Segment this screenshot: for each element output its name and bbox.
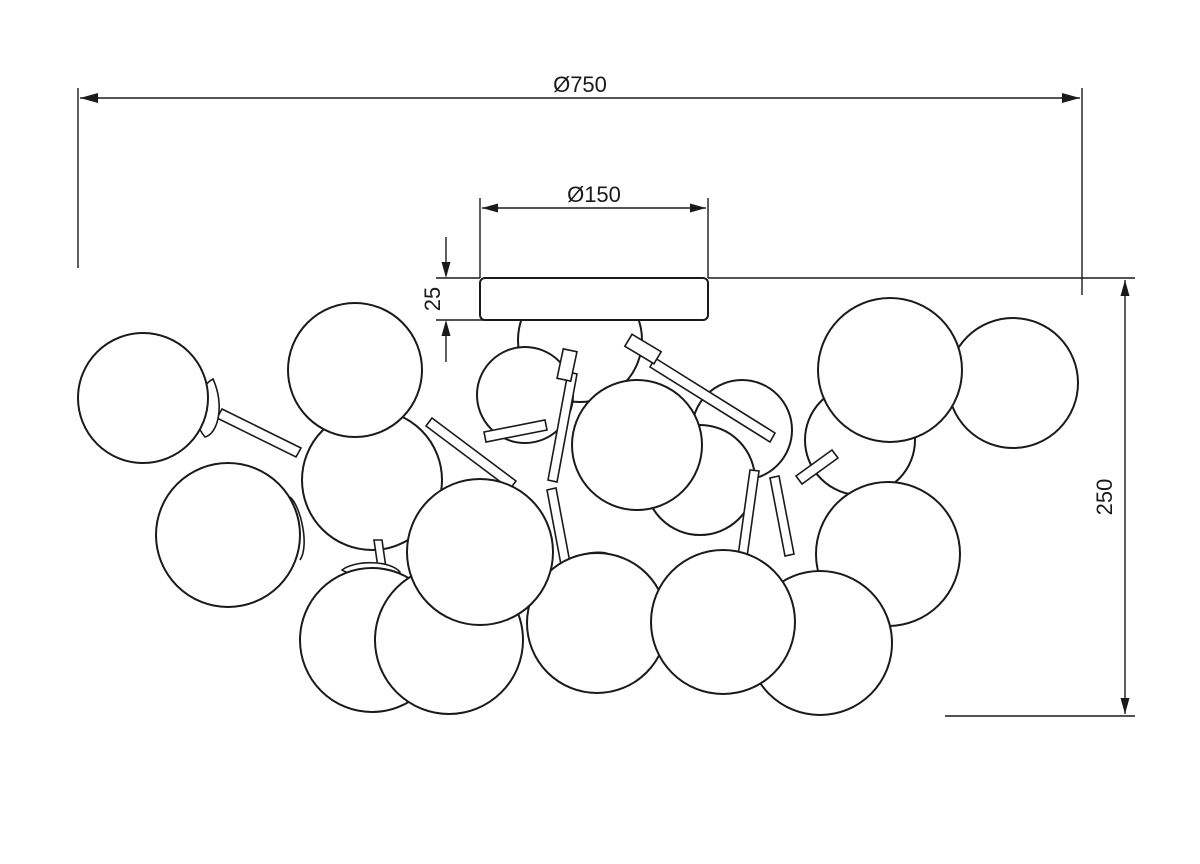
arrowhead-down: [1120, 698, 1130, 714]
rod-end-cap: [556, 347, 578, 383]
arrowhead-left: [482, 203, 498, 213]
arm-rod: [547, 371, 578, 483]
ceiling-canopy: [479, 277, 709, 321]
globe: [77, 332, 209, 464]
overall-height-dimension: 250: [708, 277, 1135, 717]
arrowhead-right: [690, 203, 706, 213]
arm-rod: [769, 475, 795, 557]
arm-rod: [648, 356, 777, 444]
globe: [571, 379, 703, 511]
arrowhead-left: [80, 93, 98, 103]
arm-rod: [483, 419, 548, 443]
chandelier: [77, 277, 1079, 716]
overall-diameter-dimension: Ø750: [77, 72, 1083, 295]
canopy-height-dimension: 25: [420, 237, 490, 362]
arrowhead-down: [441, 262, 451, 278]
globe: [287, 302, 423, 438]
arm-rod: [215, 407, 303, 459]
globe: [650, 549, 796, 695]
overall-height-label: 250: [1092, 479, 1117, 516]
overall-diameter-label: Ø750: [553, 72, 607, 97]
canopy-diameter-label: Ø150: [567, 182, 621, 207]
arrowhead-right: [1062, 93, 1080, 103]
arm-rod: [794, 448, 840, 486]
globe: [947, 317, 1079, 449]
arrowhead-up: [1120, 280, 1130, 296]
canopy-diameter-dimension: Ø150: [479, 182, 709, 278]
arrowhead-up: [441, 320, 451, 336]
globe: [155, 462, 301, 608]
globe: [817, 297, 963, 443]
rod-end-cap: [623, 333, 663, 365]
globe: [406, 478, 554, 626]
canopy-height-label: 25: [420, 287, 445, 311]
